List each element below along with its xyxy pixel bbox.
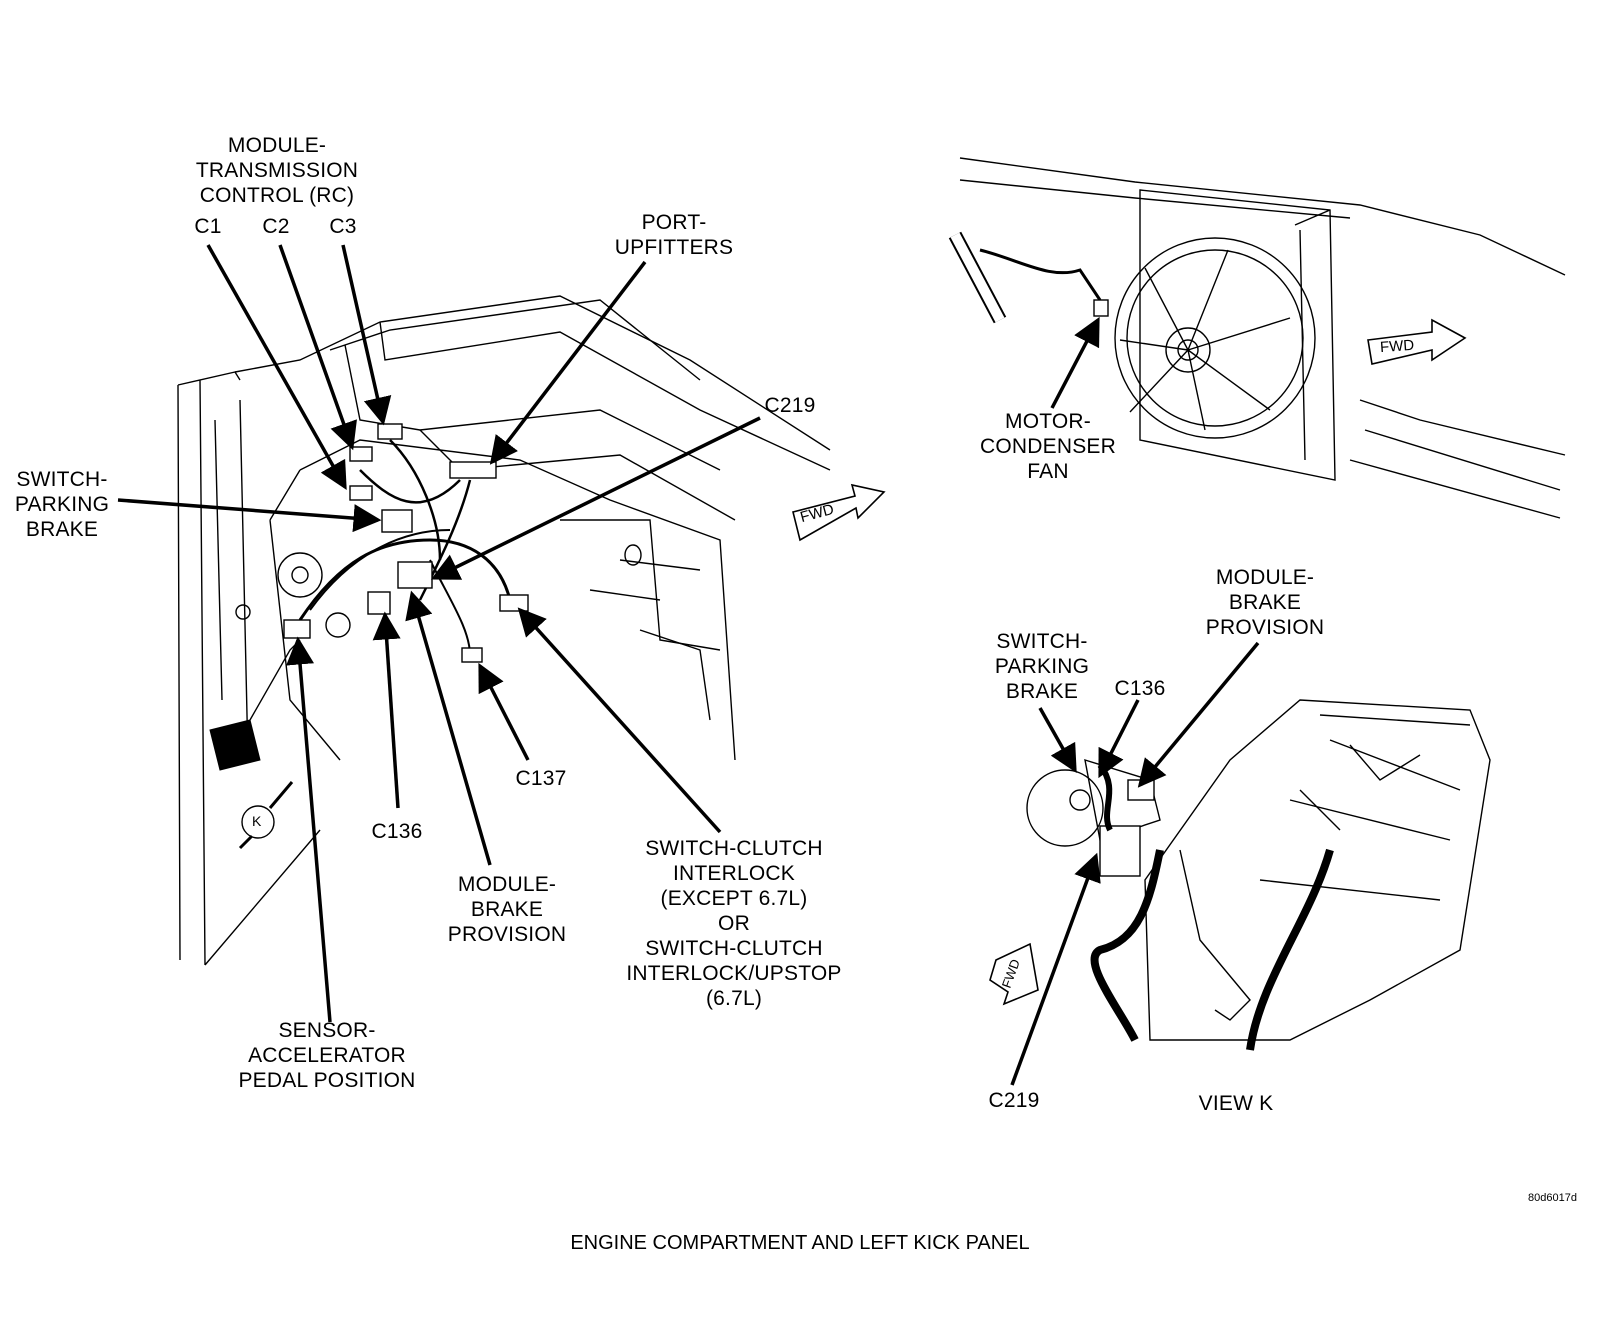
main-view-drawing (177, 295, 886, 966)
view-k-marker: K (252, 813, 262, 829)
view-k-drawing (989, 699, 1491, 1051)
label-c219-view-k: C219 (988, 1089, 1040, 1112)
fan-view-callout (1050, 316, 1100, 409)
label-c136-view-k: C136 (1114, 677, 1166, 700)
main-view-callouts (117, 244, 761, 1023)
figure-caption: ENGINE COMPARTMENT AND LEFT KICK PANEL (570, 1232, 1030, 1254)
label-view-k: VIEW K (1198, 1092, 1274, 1115)
label-c3: C3 (329, 215, 357, 238)
label-c219-main: C219 (764, 394, 816, 417)
label-c1: C1 (194, 215, 222, 238)
figure-id: 80d6017d (1528, 1192, 1577, 1204)
label-c2: C2 (262, 215, 290, 238)
fwd-label-fan: FWD (1379, 336, 1415, 357)
label-c136-main: C136 (371, 820, 423, 843)
label-port-upfitters: PORT-UPFITTERS (614, 211, 734, 259)
label-c137: C137 (515, 767, 567, 790)
fan-view-drawing (948, 157, 1566, 519)
view-k-callouts (1010, 641, 1260, 1086)
